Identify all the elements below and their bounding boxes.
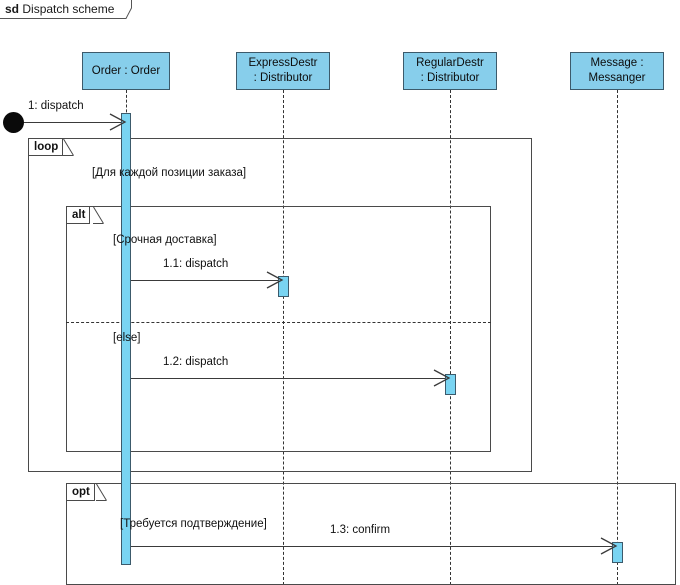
fragment-opt-operator: opt [67,484,95,501]
lifeline-name-regular-line1: RegularDestr [416,57,484,69]
lifeline-head-messanger[interactable]: Message : Messanger [570,52,664,90]
fragment-opt-guard: [Требуется подтверждение] [120,518,267,530]
fragment-alt-divider [66,322,491,323]
lifeline-name-messanger-line1: Message : [590,57,644,69]
activation-bar-express[interactable] [278,276,289,297]
fragment-alt-notch-icon [93,207,104,224]
found-message-start-dot [3,112,24,133]
lifeline-line-messanger [617,90,618,585]
message-arrowhead-11-dispatch [266,271,284,289]
diagram-title: Dispatch scheme [22,2,115,16]
fragment-loop-guard: [Для каждой позиции заказа] [92,167,247,179]
message-label-13-confirm: 1.3: confirm [330,524,391,536]
fragment-alt-guard-1: [Срочная доставка] [113,234,217,246]
fragment-loop[interactable] [28,138,532,472]
lifeline-head-express[interactable]: ExpressDestr : Distributor [236,52,330,90]
fragment-alt-guard-else: [else] [113,332,141,344]
activation-bar-messanger[interactable] [612,542,623,563]
lifeline-name-express-line1: ExpressDestr [248,57,318,69]
message-line-11-dispatch[interactable] [131,280,278,281]
lifeline-line-regular [450,90,451,585]
lifeline-name-order-line1: Order : Order [91,64,161,77]
activation-bar-regular[interactable] [445,374,456,395]
fragment-alt[interactable] [66,206,491,452]
message-line-13-confirm[interactable] [131,546,612,547]
diagram-frame-tab-corner-icon [118,0,132,19]
lifeline-name-regular-line2: : Distributor [420,72,480,84]
message-label-1-dispatch: 1: dispatch [28,100,84,112]
lifeline-line-express [283,90,284,585]
message-label-12-dispatch: 1.2: dispatch [163,356,229,368]
message-line-12-dispatch[interactable] [131,378,445,379]
lifeline-head-order[interactable]: Order : Order [82,52,170,90]
lifeline-line-order [126,90,127,122]
fragment-alt-operator: alt [67,207,91,224]
fragment-loop-notch-icon [63,139,74,156]
diagram-kind-keyword: sd [5,2,20,16]
message-label-11-dispatch: 1.1: dispatch [163,258,229,270]
diagram-frame-tab: sd Dispatch scheme [0,0,122,19]
lifeline-name-messanger-line2: Messanger [588,72,646,84]
fragment-opt-notch-icon [96,484,107,501]
message-line-1-dispatch[interactable] [23,122,123,123]
message-arrowhead-13-confirm [600,537,618,555]
lifeline-name-express-line2: : Distributor [253,72,313,84]
message-arrowhead-1-dispatch [109,113,127,131]
fragment-loop-operator: loop [29,139,64,156]
activation-bar-order[interactable] [121,113,131,565]
lifeline-head-regular[interactable]: RegularDestr : Distributor [403,52,497,90]
message-arrowhead-12-dispatch [433,369,451,387]
